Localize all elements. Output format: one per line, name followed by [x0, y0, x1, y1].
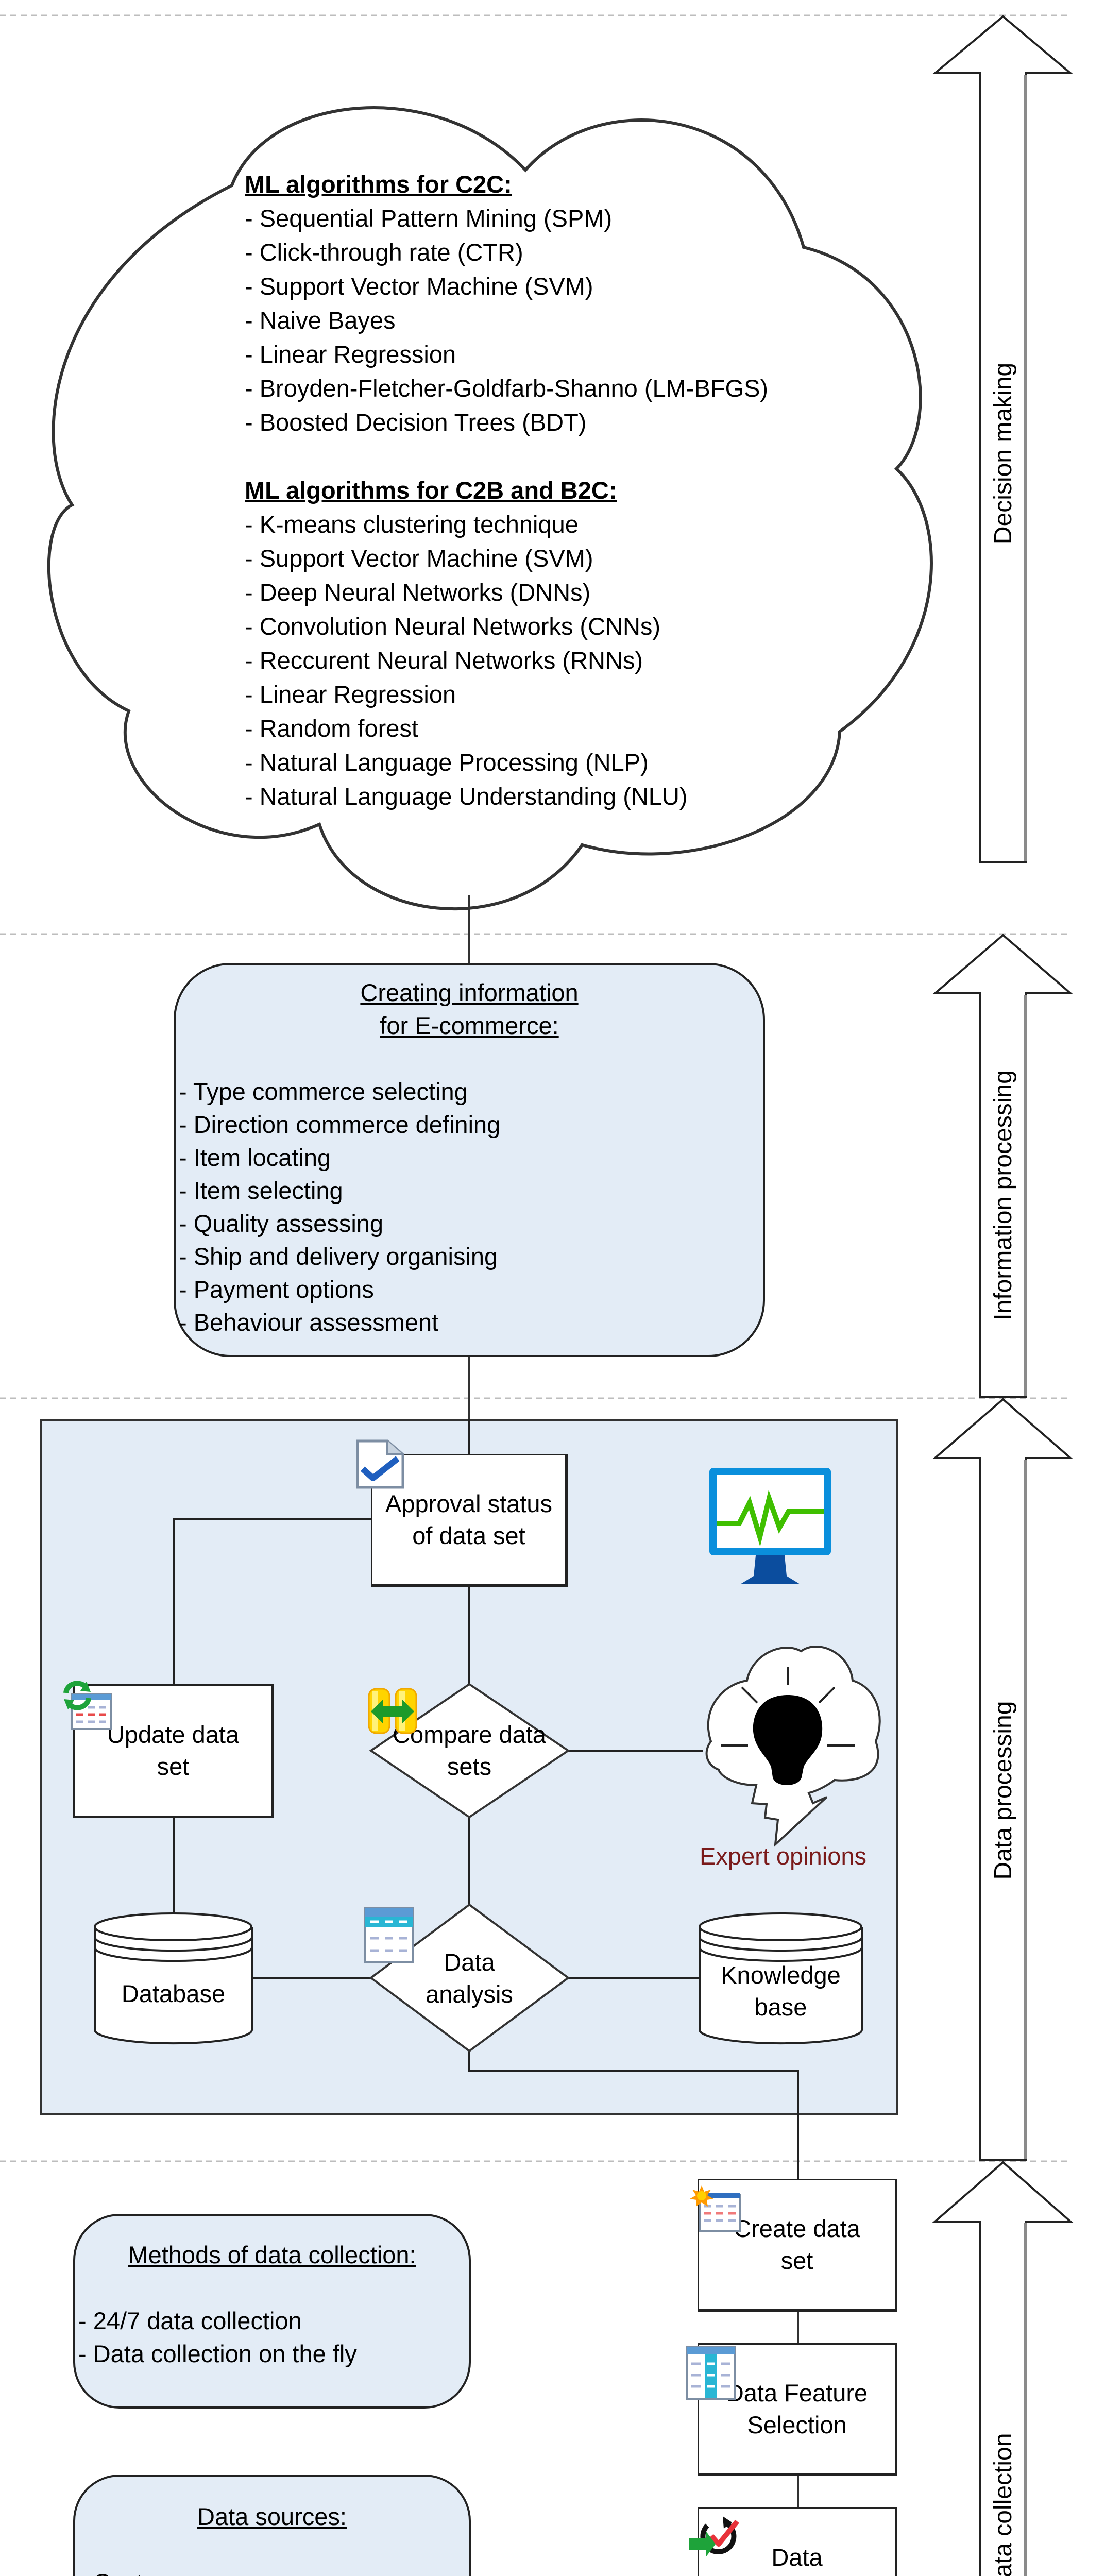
info-title-line2: for E-commerce: — [380, 1012, 559, 1039]
b2c-item: - Natural Language Processing (NLP) — [245, 749, 649, 776]
arrow-information-processing — [932, 934, 1074, 1398]
data-sources-box: Data sources: - Customers - Merchandiser… — [73, 2475, 471, 2576]
b2c-item: - Reccurent Neural Networks (RNNs) — [245, 647, 643, 674]
info-item: - Payment options — [179, 1276, 374, 1303]
b2c-item: - K-means clustering technique — [245, 511, 579, 538]
b2c-heading: ML algorithms for C2B and B2C: — [245, 477, 617, 504]
ml-algorithms-text: ML algorithms for C2C: - Sequential Patt… — [245, 167, 768, 814]
b2c-item: - Support Vector Machine (SVM) — [245, 545, 593, 572]
info-item: - Item selecting — [179, 1177, 343, 1204]
compare-data-sets-label: Compare data sets — [393, 1721, 546, 1780]
analysis-table-icon — [364, 1907, 414, 1963]
create-data-set-label: Create data set — [734, 2215, 860, 2274]
preprocessing-cycle-check-icon — [689, 2516, 739, 2556]
approval-check-document-icon — [356, 1439, 404, 1489]
data-analysis-label: Data analysis — [426, 1948, 513, 2008]
methods-title: Methods of data collection: — [128, 2241, 416, 2268]
sources-item: - Customers — [78, 2566, 469, 2576]
c2c-item: - Click-through rate (CTR) — [245, 239, 523, 266]
database-label: Database — [121, 1980, 226, 2007]
info-item: - Direction commerce defining — [179, 1111, 501, 1138]
ecommerce-information-box: Creating information for E-commerce: - T… — [174, 963, 765, 1357]
expert-opinions-icon — [705, 1646, 881, 1848]
b2c-item: - Convolution Neural Networks (CNNs) — [245, 613, 661, 640]
arrow-data-processing — [932, 1398, 1074, 2161]
info-item: - Type commerce selecting — [179, 1078, 468, 1105]
b2c-item: - Linear Regression — [245, 681, 456, 708]
b2c-item: - Natural Language Understanding (NLU) — [245, 783, 688, 810]
c2c-heading: ML algorithms for C2C: — [245, 171, 512, 198]
info-item: - Behaviour assessment — [179, 1309, 439, 1336]
approval-status-label: Approval status of data set — [385, 1490, 552, 1549]
info-item: - Quality assessing — [179, 1210, 384, 1237]
update-table-refresh-icon — [63, 1681, 112, 1730]
knowledge-base-label: Knowledge base — [721, 1961, 841, 2021]
methods-of-data-collection-box: Methods of data collection: - 24/7 data … — [73, 2214, 471, 2409]
monitor-pulse-icon — [709, 1468, 831, 1584]
methods-item: - 24/7 data collection — [78, 2307, 302, 2334]
c2c-item: - Boosted Decision Trees (BDT) — [245, 409, 587, 436]
b2c-item: - Random forest — [245, 715, 418, 742]
update-data-set-label: Update data set — [107, 1721, 240, 1780]
database-cylinder — [94, 1912, 253, 2045]
create-table-star-icon — [690, 2185, 741, 2232]
data-feature-selection-label: Data Feature Selection — [726, 2379, 868, 2438]
b2c-item: - Deep Neural Networks (DNNs) — [245, 579, 591, 606]
sources-title: Data sources: — [197, 2503, 347, 2530]
expert-opinions-label: Expert opinions — [700, 1842, 866, 1870]
arrow-decision-making — [932, 15, 1074, 863]
connector-analysis-to-create — [468, 2051, 799, 2179]
arrow-data-collection — [932, 2161, 1074, 2576]
info-item: - Ship and delivery organising — [179, 1243, 498, 1270]
info-title-line1: Creating information — [360, 979, 579, 1006]
info-item: - Item locating — [179, 1144, 331, 1171]
c2c-item: - Linear Regression — [245, 341, 456, 368]
c2c-item: - Sequential Pattern Mining (SPM) — [245, 205, 613, 232]
feature-selection-table-icon — [686, 2346, 736, 2400]
c2c-item: - Support Vector Machine (SVM) — [245, 273, 593, 300]
c2c-item: - Broyden-Fletcher-Goldfarb-Shanno (LM-B… — [245, 375, 769, 402]
knowledge-base-cylinder — [699, 1912, 863, 2045]
compare-datasets-icon — [368, 1688, 417, 1734]
c2c-item: - Naive Bayes — [245, 307, 396, 334]
ml-algorithms-cloud — [47, 106, 933, 910]
methods-item: - Data collection on the fly — [78, 2340, 357, 2367]
